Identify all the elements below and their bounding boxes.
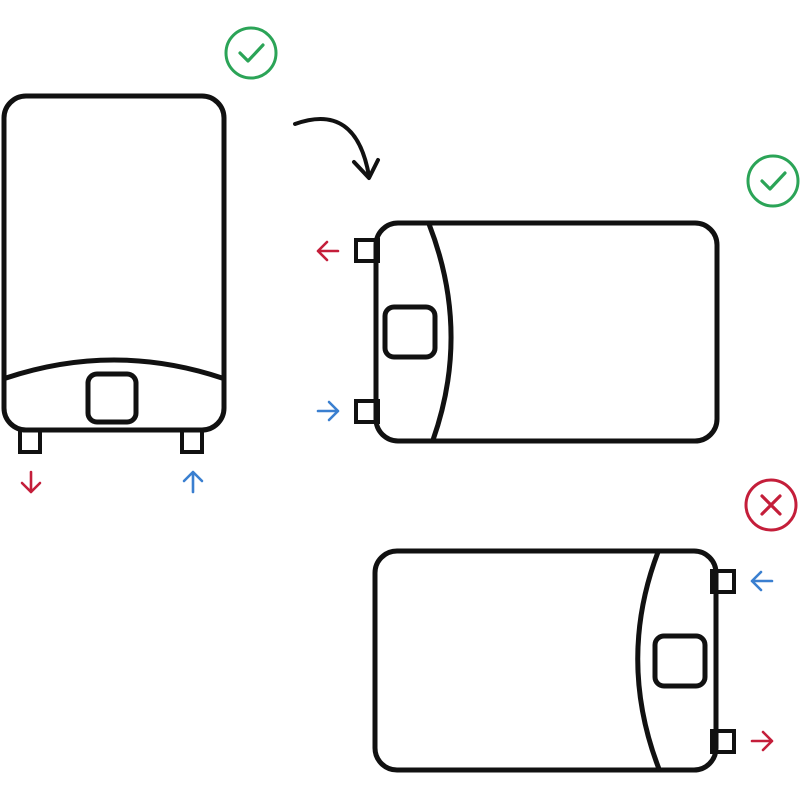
rotation-curved-arrow-icon [293,117,380,180]
heater-horizontal-left-control-panel-divider [426,221,454,443]
heater-horizontal-right-body [372,548,719,773]
heater-vertical-outlet-arrow-down-icon [20,470,42,494]
heater-horizontal-left-display-window [382,304,438,360]
incorrect-badge [744,478,798,532]
check-circle-icon [224,26,278,80]
heater-vertical-outlet-pipe [18,428,42,454]
heater-horizontal-right [372,548,774,773]
heater-vertical-body [1,93,227,433]
heater-horizontal-right-control-panel-divider [635,549,662,772]
heater-horizontal-left [316,220,720,444]
heater-horizontal-right-display-window [652,633,708,689]
heater-horizontal-left-outlet-arrow-left-icon [316,240,340,262]
heater-vertical-display-window [85,371,139,425]
heater-vertical [1,93,227,494]
heater-vertical-inlet-arrow-up-icon [182,470,204,494]
heater-horizontal-right-inlet-arrow-left-icon [750,570,774,592]
heater-vertical-inlet-pipe [180,428,204,454]
check-circle-icon [746,154,800,208]
heater-vertical-control-panel-divider [3,357,225,381]
check-mark-icon [238,43,265,63]
x-circle-icon [744,478,798,532]
heater-horizontal-right-outlet-arrow-right-icon [750,730,774,752]
correct-badge [746,154,800,208]
check-mark-icon [760,171,787,191]
heater-horizontal-left-inlet-arrow-right-icon [316,400,340,422]
correct-badge [224,26,278,80]
heater-horizontal-left-body [373,220,720,444]
x-mark-icon [760,494,782,516]
